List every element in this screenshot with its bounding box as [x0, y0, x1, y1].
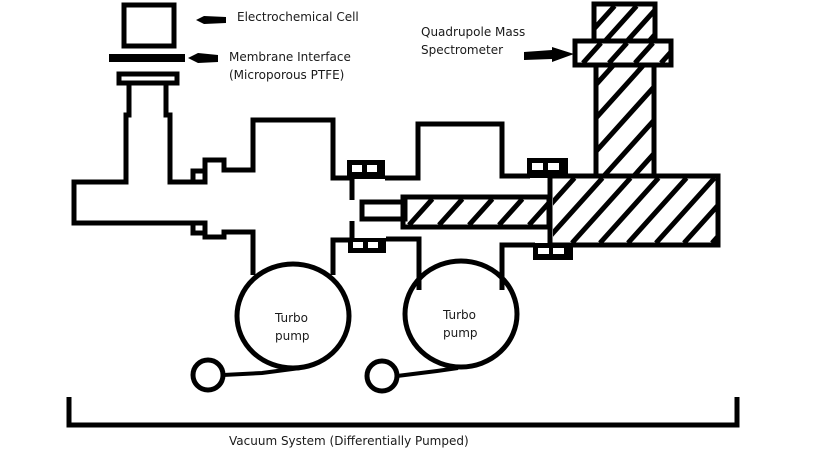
cell-arrow-icon — [196, 16, 226, 24]
hatch-line — [659, 50, 669, 63]
hatch-line — [596, 6, 617, 31]
hatch-line — [626, 8, 653, 40]
qms-label-line2: Spectrometer — [421, 43, 504, 57]
hatch-line — [527, 201, 547, 225]
qms-top — [562, 1, 703, 44]
hatch-line — [488, 178, 547, 243]
backing-pump-1 — [190, 357, 226, 393]
membrane-interface — [109, 54, 185, 62]
qms-column — [593, 64, 765, 178]
hatch-line — [596, 84, 653, 156]
hatch-line — [407, 199, 435, 225]
hatch-line — [682, 201, 718, 243]
ion-entrance-tube — [359, 199, 408, 222]
hatch-line — [553, 178, 605, 237]
hatch-line — [570, 178, 633, 243]
turbo-pump-1-label-line2: pump — [275, 329, 310, 343]
turbo-pump-1-label-line1: Turbo — [275, 311, 309, 325]
hatch-line — [437, 199, 465, 225]
hatch-line — [553, 178, 577, 206]
hatch-line — [630, 150, 653, 178]
flange-lower-1 — [348, 238, 386, 253]
inlet-flange-bottom — [190, 220, 208, 236]
flange-upper-1 — [347, 160, 385, 179]
hatch-line — [600, 117, 653, 178]
hatch-line — [581, 43, 603, 63]
hatch-line — [662, 64, 765, 178]
stage2-upper-wall — [385, 121, 530, 181]
qms-label-line1: Quadrupole Mass — [421, 25, 526, 39]
hatch-line — [626, 178, 689, 243]
turbo-pump-2-label-line1: Turbo — [443, 308, 477, 322]
turbo-pump-2-label-line2: pump — [443, 326, 478, 340]
hatch-line — [562, 6, 593, 40]
hatch-line — [740, 178, 799, 243]
hatch-line — [604, 6, 639, 40]
hatch-line — [710, 232, 718, 243]
membrane-interface-label-line1: Membrane Interface — [229, 50, 351, 64]
backing-pump-2 — [364, 358, 400, 394]
inlet-chamber — [71, 84, 193, 226]
qms-body — [488, 173, 799, 248]
ion-source-rod — [400, 194, 552, 230]
hatch-line — [633, 43, 655, 63]
stage1-upper-wall — [202, 117, 350, 182]
stage2-lower-wall — [386, 236, 535, 290]
stage1-lower-wall — [202, 229, 350, 275]
hatch-line — [497, 199, 525, 225]
hatch-line — [654, 178, 717, 243]
hatch-line — [687, 43, 705, 63]
electrochemical-cell — [121, 2, 177, 49]
electrochemical-cell-label: Electrochemical Cell — [237, 10, 359, 24]
membrane-arrow-icon — [188, 53, 218, 63]
vacuum-system-bracket — [66, 397, 740, 428]
hatch-line — [467, 199, 495, 225]
vacuum-system-label: Vacuum System (Differentially Pumped) — [229, 434, 469, 448]
flange-upper-2 — [527, 158, 568, 178]
hatch-line — [596, 64, 647, 122]
membrane-flange — [116, 71, 180, 86]
turbo-pump-2 — [402, 258, 520, 370]
hatch-line — [672, 6, 703, 40]
membrane-interface-label-line2: (Microporous PTFE) — [229, 68, 345, 82]
hatch-line — [607, 43, 629, 63]
qms-collar — [572, 38, 705, 68]
hatch-line — [598, 178, 661, 243]
backing-line-1 — [222, 366, 301, 377]
backing-line-2 — [396, 366, 459, 378]
qms-arrow-icon — [524, 47, 574, 62]
